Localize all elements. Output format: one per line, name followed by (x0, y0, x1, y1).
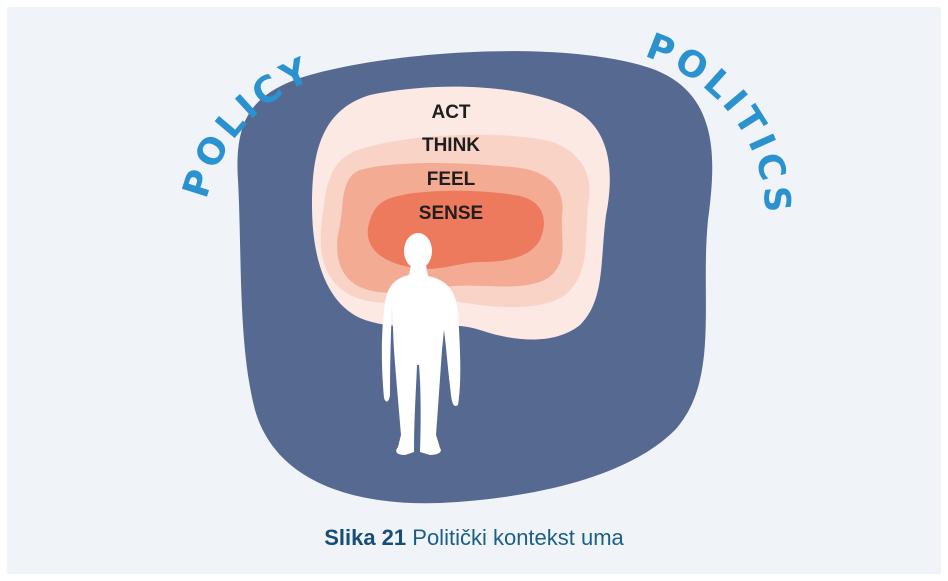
layer-act-label: ACT (431, 102, 470, 123)
layer-think-label: THINK (422, 135, 480, 156)
layer-feel-label: FEEL (427, 169, 476, 190)
figure-number: Slika 21 (324, 525, 407, 550)
layer-sense-label: SENSE (419, 203, 483, 224)
figure-caption-text: Politički kontekst uma (406, 525, 624, 550)
figure-caption: Slika 21 Politički kontekst uma (0, 525, 948, 551)
person-silhouette-icon (381, 233, 461, 455)
